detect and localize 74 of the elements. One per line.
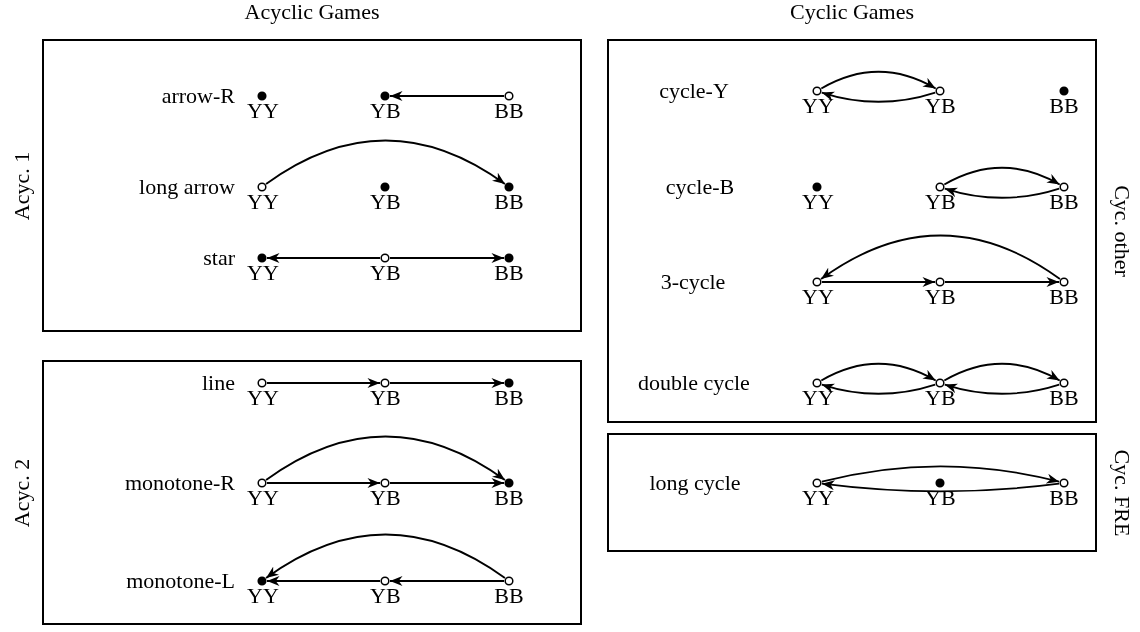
group-title: Cyc. FRE	[1110, 449, 1134, 536]
row-label: line	[202, 371, 235, 395]
arrow	[821, 277, 936, 287]
arrow	[820, 383, 937, 395]
arrow	[389, 478, 505, 488]
vertex-label: YB	[370, 262, 400, 284]
arrow	[820, 234, 1061, 280]
vertex-label: BB	[1049, 286, 1079, 308]
arrow	[266, 378, 381, 388]
arrow	[943, 166, 1061, 186]
row-label: monotone-L	[126, 569, 235, 593]
arrow	[389, 253, 505, 263]
vertex-label: BB	[494, 387, 524, 409]
vertex-label: BB	[494, 262, 524, 284]
row-label: 3-cycle	[660, 270, 726, 294]
arrow	[821, 480, 1060, 493]
vertex-label: YY	[247, 387, 277, 409]
group-title: Acyc. 1	[10, 151, 34, 220]
vertex-label: YB	[370, 191, 400, 213]
vertex-label: YB	[370, 585, 400, 607]
row-label: monotone-R	[125, 471, 235, 495]
arrow	[389, 378, 505, 388]
vertex-label: YB	[370, 387, 400, 409]
arrow	[266, 253, 381, 263]
vertex-label: BB	[494, 487, 524, 509]
row-label: double cycle	[638, 371, 750, 395]
vertex-label: BB	[494, 191, 524, 213]
arrow	[265, 435, 506, 481]
vertex-label: BB	[494, 585, 524, 607]
arrow	[943, 187, 1061, 199]
vertex-label: BB	[494, 100, 524, 122]
arrow	[820, 70, 937, 90]
row-label: arrow-R	[161, 84, 235, 108]
vertex-label: YB	[925, 286, 955, 308]
row-label: cycle-Y	[659, 79, 729, 103]
vertex-label: YY	[247, 262, 277, 284]
vertex-label: YB	[370, 100, 400, 122]
arrow	[266, 478, 381, 488]
arrow	[265, 139, 506, 185]
arrow	[265, 533, 506, 579]
vertex-label: YB	[925, 191, 955, 213]
vertex-label: YY	[802, 191, 832, 213]
arrow	[943, 362, 1061, 382]
arrow	[820, 465, 1061, 484]
arrow	[820, 91, 937, 103]
column-heading: Cyclic Games	[790, 0, 914, 24]
group-title: Cyc. other	[1110, 185, 1134, 277]
row-label: cycle-B	[665, 175, 735, 199]
arrow	[820, 362, 937, 382]
vertex-label: BB	[1049, 387, 1079, 409]
vertex-label: YB	[925, 95, 955, 117]
arrow	[944, 277, 1060, 287]
vertex-label: YB	[925, 387, 955, 409]
vertex-label: YY	[247, 487, 277, 509]
vertex-label: YY	[247, 191, 277, 213]
vertex-label: YB	[370, 487, 400, 509]
vertex-label: BB	[1049, 191, 1079, 213]
column-heading: Acyclic Games	[244, 0, 380, 24]
row-label: long arrow	[139, 175, 235, 199]
vertex-label: YY	[247, 100, 277, 122]
vertex-label: YY	[802, 95, 832, 117]
vertex-label: YY	[247, 585, 277, 607]
row-label: star	[203, 246, 235, 270]
vertex-label: YY	[802, 286, 832, 308]
vertex-label: YY	[802, 487, 832, 509]
vertex-label: BB	[1049, 95, 1079, 117]
vertex-label: BB	[1049, 487, 1079, 509]
arrow	[943, 383, 1061, 395]
group-title: Acyc. 2	[10, 458, 34, 527]
arrow	[266, 576, 381, 586]
arrow	[389, 91, 505, 101]
vertex-label: YY	[802, 387, 832, 409]
arrow	[389, 576, 505, 586]
row-label: long cycle	[649, 471, 741, 495]
